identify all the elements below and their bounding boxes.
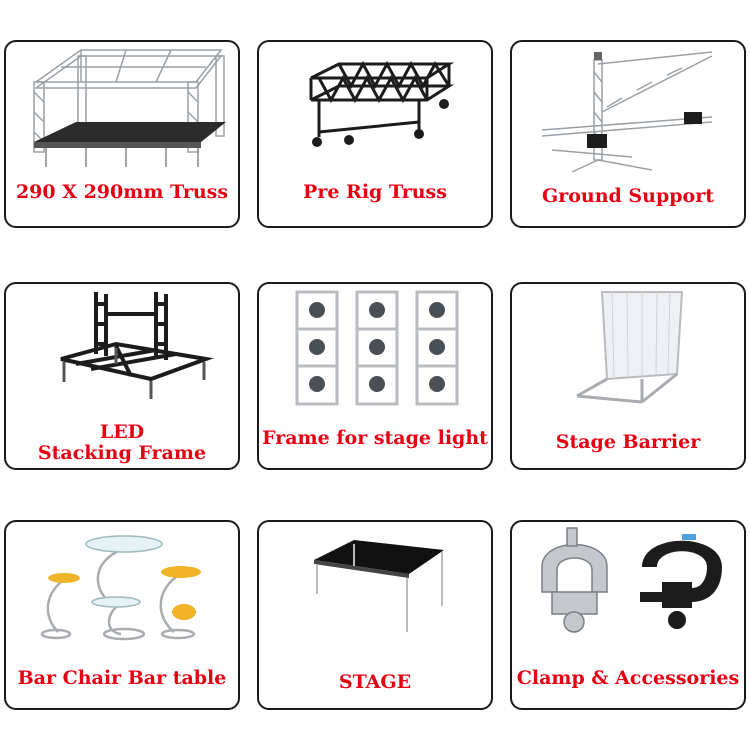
stage-platform-image xyxy=(314,540,444,632)
ground-support-image xyxy=(541,51,713,173)
product-label-line1: LED xyxy=(99,421,145,443)
product-label: Frame for stage light xyxy=(262,427,488,449)
product-card-clamp[interactable]: Clamp & Accessories xyxy=(510,520,746,710)
product-label: Bar Chair Bar table xyxy=(17,667,227,689)
product-label: Ground Support xyxy=(541,185,714,207)
stage-truss-image xyxy=(33,49,226,167)
product-label: 290 X 290mm Truss xyxy=(15,181,229,203)
product-label: STAGE xyxy=(338,671,412,693)
product-card-stage[interactable]: STAGE xyxy=(257,520,493,710)
product-label: Pre Rig Truss xyxy=(303,181,447,203)
product-card-stage-barrier[interactable]: Stage Barrier xyxy=(510,282,746,470)
product-label-line2: Stacking Frame xyxy=(37,442,207,464)
pre-rig-truss-image xyxy=(309,60,455,147)
product-card-stage-light-frame[interactable]: Frame for stage light xyxy=(257,282,493,470)
stage-light-frame-image xyxy=(295,290,459,406)
product-card-ground-support[interactable]: Ground Support xyxy=(510,40,746,228)
led-stacking-frame-image xyxy=(60,292,214,399)
product-card-led-stacking-frame[interactable]: LED Stacking Frame xyxy=(4,282,240,470)
product-card-truss[interactable]: 290 X 290mm Truss xyxy=(4,40,240,228)
product-card-bar-chair-table[interactable]: Bar Chair Bar table xyxy=(4,520,240,710)
stage-barrier-image xyxy=(576,291,684,404)
product-label: Clamp & Accessories xyxy=(516,667,740,689)
bar-chair-table-image xyxy=(40,535,201,641)
product-label: Stage Barrier xyxy=(555,431,701,453)
product-card-pre-rig-truss[interactable]: Pre Rig Truss xyxy=(257,40,493,228)
clamp-image xyxy=(541,527,722,633)
